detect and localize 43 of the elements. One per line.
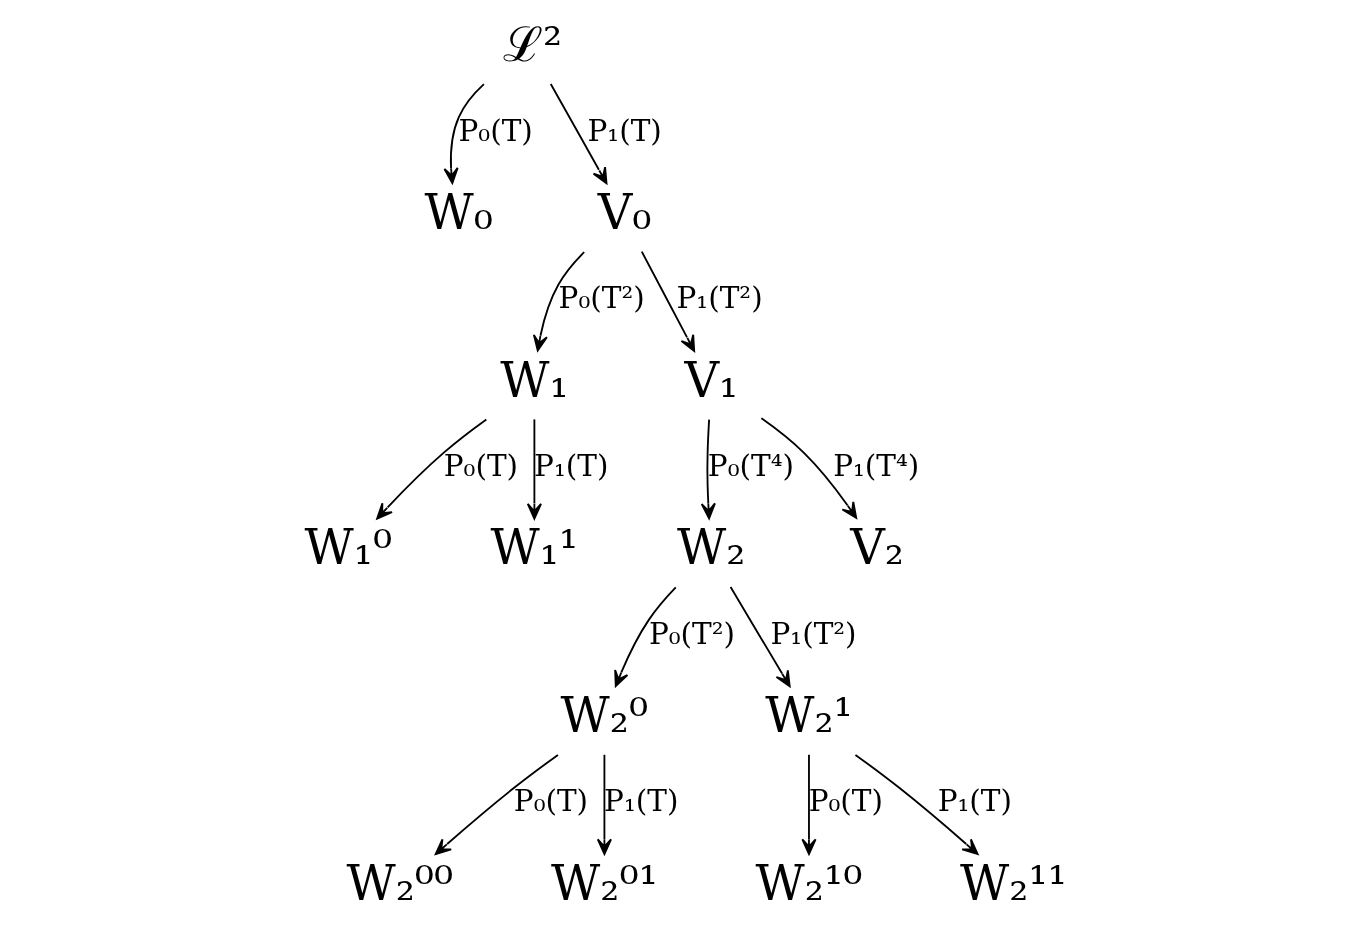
node-text: W₁⁰ bbox=[304, 520, 393, 576]
edge-label: P₁(T) bbox=[587, 113, 662, 148]
node-text: W₂⁰¹ bbox=[550, 855, 658, 911]
node-text: V₁ bbox=[684, 352, 739, 408]
edge-label: P₁(T²) bbox=[770, 616, 857, 651]
node-text: ℒ² bbox=[502, 17, 563, 73]
edge-label: P₁(T) bbox=[604, 784, 679, 819]
edge-label: P₀(T²) bbox=[648, 616, 735, 651]
arrow bbox=[801, 753, 817, 855]
edge-label: P₁(T) bbox=[937, 784, 1012, 819]
edge-label: P₀(T) bbox=[443, 449, 519, 483]
edge-label: P₀(T) bbox=[808, 784, 883, 819]
edge-label: P₁(T⁴) bbox=[833, 449, 920, 483]
node-text: W₂ bbox=[677, 520, 746, 576]
arrow bbox=[614, 586, 677, 688]
node-text: V₂ bbox=[850, 520, 905, 576]
node-text: W₂⁰⁰ bbox=[346, 855, 454, 911]
arrow bbox=[526, 418, 542, 520]
arrow bbox=[854, 754, 979, 855]
arrow bbox=[729, 586, 791, 688]
arrow bbox=[700, 418, 716, 520]
edge-label: P₀(T²) bbox=[558, 281, 645, 316]
node-text: W₀ bbox=[424, 185, 494, 241]
arrow bbox=[549, 83, 608, 185]
node-text: W₂¹ bbox=[765, 688, 853, 744]
edge-label: P₀(T) bbox=[458, 113, 533, 148]
arrow bbox=[443, 83, 485, 185]
arrow bbox=[760, 417, 858, 519]
edge-label: P₁(T) bbox=[534, 449, 609, 483]
node-text: W₁ bbox=[500, 352, 569, 408]
node-text: W₁¹ bbox=[490, 520, 579, 576]
arrow bbox=[376, 418, 488, 520]
arrow bbox=[596, 753, 612, 855]
edge-label: P₀(T⁴) bbox=[707, 449, 794, 483]
arrow bbox=[640, 250, 696, 352]
arrow bbox=[532, 251, 586, 352]
edge-label: P₁(T²) bbox=[676, 281, 763, 316]
node-text: W₂¹¹ bbox=[960, 855, 1067, 911]
node-text: W₂⁰ bbox=[560, 688, 649, 744]
arrow bbox=[434, 754, 559, 855]
node-text: V₀ bbox=[597, 185, 652, 241]
edge-label: P₀(T) bbox=[513, 784, 589, 819]
node-text: W₂¹⁰ bbox=[755, 855, 863, 911]
